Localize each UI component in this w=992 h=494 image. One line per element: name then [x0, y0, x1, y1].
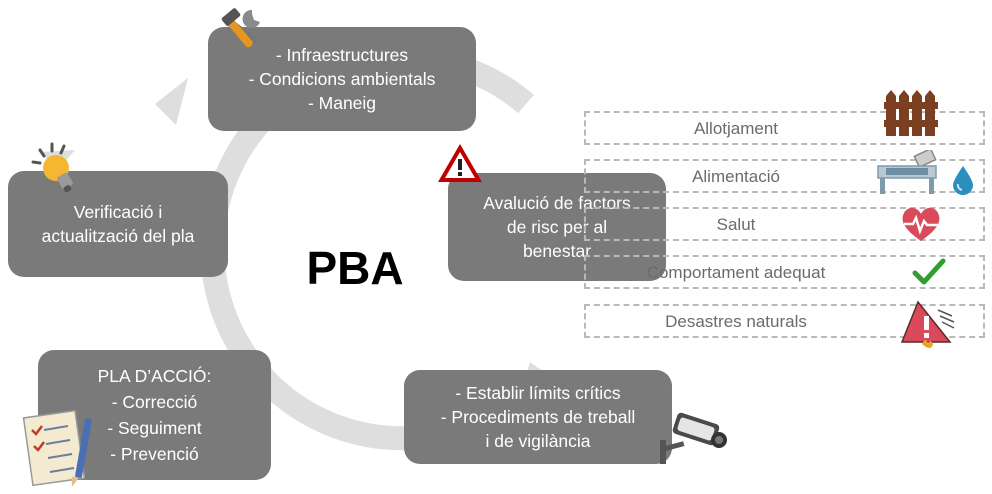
- critical-limits-line-1: - Establir límits crítics: [455, 383, 621, 403]
- risk-assessment-line-2: de risc per al: [506, 217, 608, 237]
- risk-factor-housing: Allotjament: [584, 111, 985, 145]
- risk-factor-behaviour: Comportament adequat: [584, 255, 985, 289]
- infrastructure-line-3: - Maneig: [307, 93, 377, 113]
- lightbulb-icon: [31, 142, 73, 193]
- risk-factor-label: Alimentació: [692, 167, 780, 186]
- natural-disaster-icon: [900, 300, 955, 348]
- water-drop-icon: [953, 166, 973, 195]
- risk-factor-health: Salut: [584, 207, 985, 241]
- verification-line-2: actualització del pla: [41, 226, 195, 246]
- verification-line-1: Verificació i: [73, 202, 163, 222]
- verification-box: Verificació i actualització del pla: [8, 171, 228, 277]
- risk-factor-label: Salut: [716, 215, 756, 234]
- critical-limits-line-2: - Procediments de treball: [440, 407, 636, 427]
- warning-triangle-icon: [438, 144, 482, 182]
- action-plan-title: PLA D’ACCIÓ:: [97, 366, 212, 386]
- risk-factor-disasters: Desastres naturals: [584, 304, 985, 338]
- security-camera-icon: [660, 412, 727, 464]
- critical-limits-box: - Establir límits crítics - Procediments…: [404, 370, 672, 464]
- risk-factor-label: Desastres naturals: [665, 312, 807, 331]
- critical-limits-line-3: i de vigilància: [485, 431, 591, 451]
- wrench-hammer-icon: [221, 8, 260, 48]
- risk-factor-feeding: Alimentació: [584, 159, 985, 193]
- feeder-icon: [877, 150, 937, 194]
- infrastructure-line-1: - Infraestructures: [275, 45, 409, 65]
- heart-pulse-icon: [902, 207, 940, 241]
- action-plan-item-1: - Correcció: [111, 392, 198, 412]
- center-title: PBA: [306, 242, 404, 294]
- checkmark-icon: [912, 258, 946, 285]
- checklist-icon: [22, 409, 92, 487]
- fence-icon: [884, 90, 938, 136]
- infrastructure-line-2: - Condicions ambientals: [248, 69, 436, 89]
- risk-factor-label: Allotjament: [693, 119, 779, 138]
- action-plan-item-3: - Prevenció: [110, 444, 199, 464]
- risk-assessment-line-3: benestar: [522, 241, 592, 261]
- cycle-arrowhead-top-left: [155, 78, 188, 125]
- risk-factor-label: Comportament adequat: [646, 263, 826, 282]
- action-plan-item-2: - Seguiment: [107, 418, 202, 438]
